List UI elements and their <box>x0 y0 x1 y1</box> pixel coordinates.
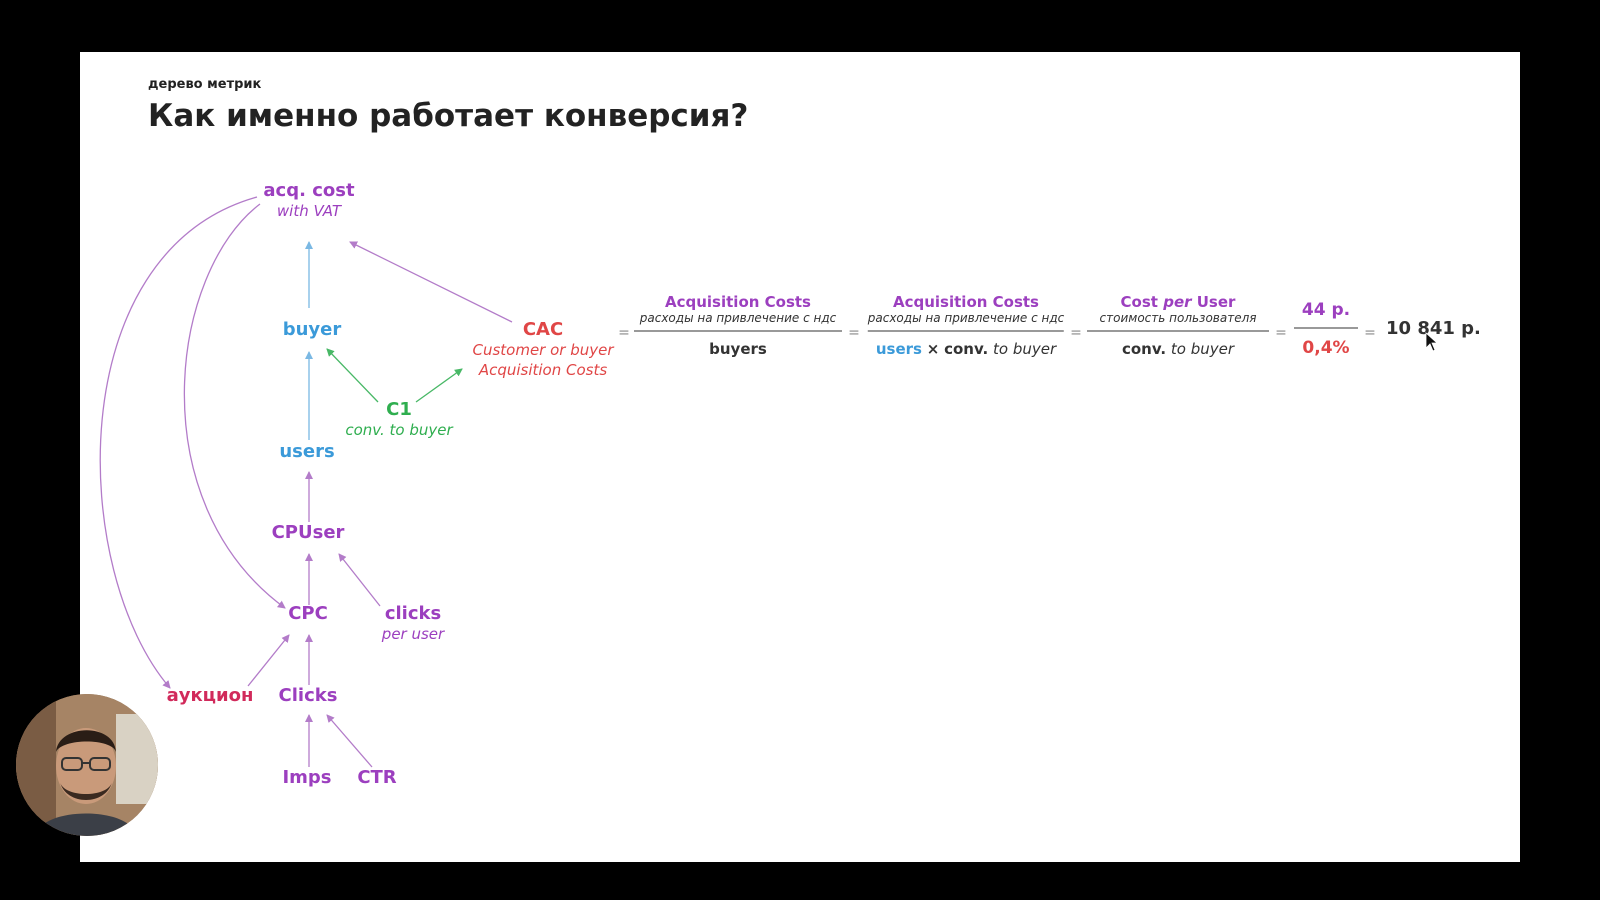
node-auction: аукцион <box>166 685 254 706</box>
arrow-cac-acq <box>349 241 513 323</box>
node-c1: C1 conv. to buyer <box>345 399 453 439</box>
webcam-video <box>16 694 158 836</box>
node-clicks: Clicks <box>278 685 338 706</box>
arrow-c1-buyer <box>326 348 379 403</box>
arrow-clicksper-cpuser <box>338 553 381 607</box>
arrow-c1-cac <box>415 368 463 403</box>
equals-1: = <box>618 325 630 341</box>
presenter-avatar <box>16 694 158 836</box>
node-imps: Imps <box>282 767 332 788</box>
fraction-2: Acquisition Costs расходы на привлечение… <box>867 293 1065 358</box>
equals-2: = <box>848 325 860 341</box>
equals-5: = <box>1364 325 1376 341</box>
fraction-line <box>1087 330 1269 332</box>
slide-title: Как именно работает конверсия? <box>148 98 749 134</box>
node-cac: CAC Customer or buyer Acquisition Costs <box>472 319 614 379</box>
node-cpc: CPC <box>288 603 328 624</box>
equals-4: = <box>1275 325 1287 341</box>
node-users: users <box>279 441 335 462</box>
node-acq-cost: acq. cost with VAT <box>263 180 355 220</box>
arrow-acq-auction <box>99 196 258 689</box>
node-buyer: buyer <box>282 319 342 340</box>
formula-result: 10 841 р. <box>1386 318 1481 339</box>
equals-3: = <box>1070 325 1082 341</box>
fraction-line <box>634 330 842 332</box>
fraction-4: 44 р. 0,4% <box>1294 300 1358 358</box>
node-ctr: CTR <box>357 767 397 788</box>
node-cpuser: CPUser <box>271 522 345 543</box>
arrow-auction-cpc <box>247 634 290 687</box>
fraction-line <box>868 330 1064 332</box>
slide: дерево метрик Как именно работает конвер… <box>80 52 1520 862</box>
slide-subtitle: дерево метрик <box>148 77 262 92</box>
tree-arrows <box>99 196 513 768</box>
fraction-3: Cost per User стоимость пользователя con… <box>1087 293 1269 358</box>
fraction-line <box>1294 327 1358 329</box>
arrow-ctr-clicks <box>326 714 373 768</box>
node-clicks-per-user: clicks per user <box>381 603 445 643</box>
arrow-acq-cpc <box>183 203 286 609</box>
fraction-1: Acquisition Costs расходы на привлечение… <box>634 293 842 358</box>
